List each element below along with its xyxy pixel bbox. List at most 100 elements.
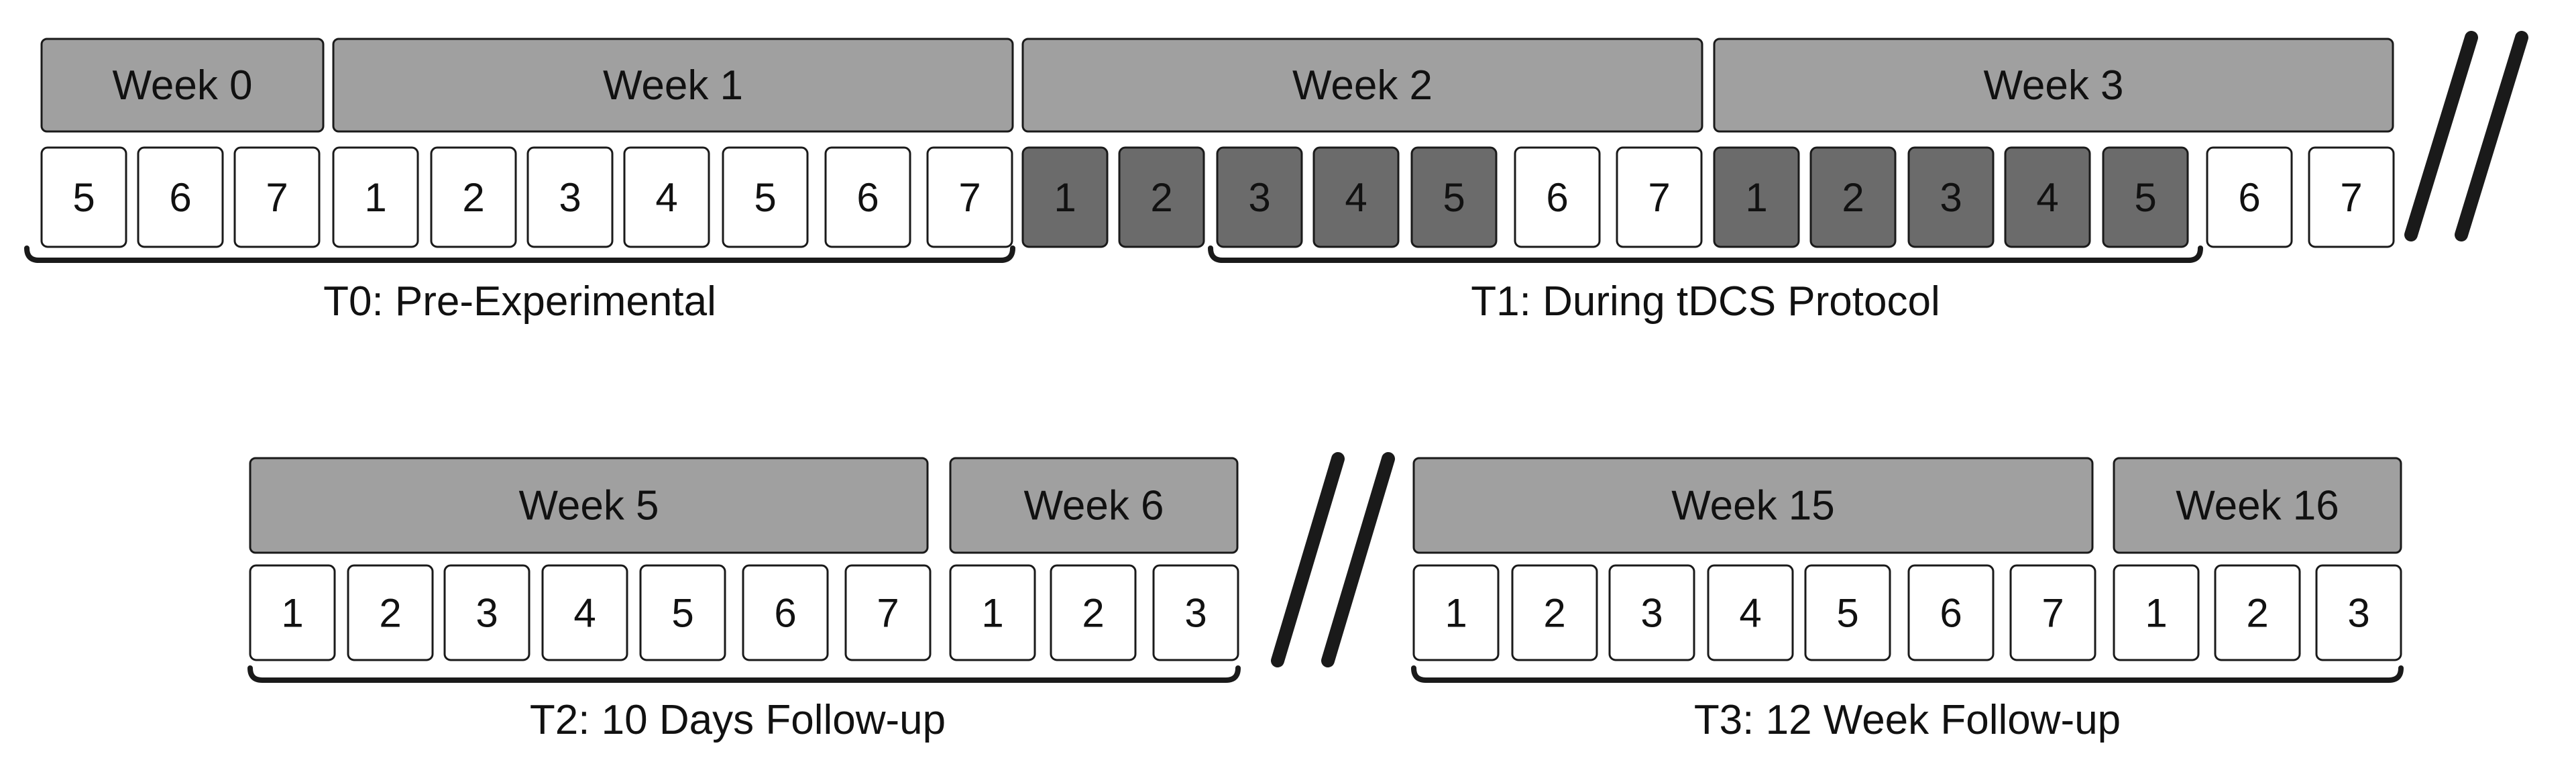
day-cell: 6 <box>137 146 224 248</box>
period-label: T3: 12 Week Follow-up <box>1694 697 2121 743</box>
day-number: 2 <box>1543 591 1565 636</box>
day-cell: 3 <box>526 146 614 248</box>
week-label: Week 6 <box>1023 483 1164 529</box>
day-number: 3 <box>475 591 498 636</box>
day-number: 2 <box>1842 175 1864 220</box>
day-cell: 7 <box>844 564 932 661</box>
week-label: Week 3 <box>1983 62 2123 109</box>
day-box <box>1804 564 1891 661</box>
day-cell: 6 <box>2206 146 2293 248</box>
period-bracket <box>247 665 1241 683</box>
time-break-mark <box>2404 31 2528 241</box>
day-box <box>332 146 419 248</box>
stimulation-day-box <box>1216 146 1303 248</box>
day-cell: 5 <box>40 146 127 248</box>
day-number: 1 <box>1745 175 1767 220</box>
day-number: 7 <box>2340 175 2362 220</box>
day-number: 6 <box>1546 175 1568 220</box>
day-box <box>639 564 726 661</box>
day-number: 4 <box>1739 591 1761 636</box>
day-box <box>742 564 829 661</box>
day-box <box>1608 564 1695 661</box>
day-number: 5 <box>2134 175 2156 220</box>
day-number: 1 <box>981 591 1003 636</box>
day-cell: 2 <box>1511 564 1598 661</box>
day-cell: 4 <box>2004 146 2091 248</box>
day-number: 1 <box>1054 175 1076 220</box>
day-cell: 6 <box>742 564 829 661</box>
day-cell: 1 <box>949 564 1036 661</box>
day-number: 5 <box>1443 175 1465 220</box>
day-cell: 7 <box>926 146 1013 248</box>
week-label: Week 2 <box>1292 62 1433 109</box>
day-box <box>2113 564 2200 661</box>
week-group: Week 16 1 2 3 <box>2113 457 2402 661</box>
period-bracket <box>1208 245 2203 263</box>
day-cell: 7 <box>1616 146 1703 248</box>
time-break-mark <box>1271 452 1395 667</box>
break-slash <box>1321 452 1395 667</box>
stimulation-day-box <box>1021 146 1109 248</box>
day-box <box>526 146 614 248</box>
period-bracket-group: T2: 10 Days Follow-up <box>247 665 1241 743</box>
day-box <box>949 564 1036 661</box>
period-bracket <box>1411 665 2404 683</box>
day-cell: 1 <box>1021 146 1109 248</box>
period-bracket <box>24 245 1015 263</box>
day-cell: 6 <box>1907 564 1995 661</box>
day-number: 2 <box>2246 591 2268 636</box>
stimulation-day-box <box>1907 146 1995 248</box>
day-box <box>722 146 809 248</box>
stimulation-day-box <box>1410 146 1498 248</box>
day-cell: 4 <box>623 146 710 248</box>
day-box <box>1514 146 1601 248</box>
day-cell: 3 <box>1216 146 1303 248</box>
day-cell: 1 <box>1412 564 1500 661</box>
week-header-box <box>249 457 929 554</box>
day-cell: 2 <box>1050 564 1137 661</box>
day-cell: 3 <box>2315 564 2402 661</box>
day-box <box>1412 564 1500 661</box>
day-box <box>1050 564 1137 661</box>
day-number: 6 <box>1940 591 1962 636</box>
period-label: T0: Pre-Experimental <box>323 278 716 325</box>
day-number: 1 <box>281 591 303 636</box>
day-number: 5 <box>1836 591 1858 636</box>
week-label: Week 15 <box>1671 483 1835 529</box>
day-cell: 3 <box>1608 564 1695 661</box>
day-number: 1 <box>1445 591 1467 636</box>
stimulation-day-box <box>1312 146 1400 248</box>
day-box <box>347 564 434 661</box>
stimulation-day-box <box>2004 146 2091 248</box>
day-cell: 1 <box>1713 146 1800 248</box>
week-label: Week 1 <box>603 62 743 109</box>
day-number: 7 <box>266 175 288 220</box>
day-number: 4 <box>1345 175 1367 220</box>
day-number: 4 <box>573 591 596 636</box>
day-cell: 1 <box>2113 564 2200 661</box>
day-box <box>249 564 336 661</box>
day-cell: 2 <box>1118 146 1205 248</box>
day-cell: 7 <box>233 146 321 248</box>
week-label: Week 16 <box>2176 483 2339 529</box>
day-number: 2 <box>1082 591 1104 636</box>
day-box <box>2206 146 2293 248</box>
period-bracket-group: T0: Pre-Experimental <box>24 245 1015 325</box>
week-header-box <box>2113 457 2402 554</box>
period-bracket-group: T1: During tDCS Protocol <box>1208 245 2203 325</box>
stimulation-day-box <box>1809 146 1897 248</box>
day-number: 3 <box>559 175 581 220</box>
day-cell: 6 <box>1514 146 1601 248</box>
day-box <box>1152 564 1239 661</box>
week-header-box <box>332 38 1014 133</box>
day-box <box>443 564 530 661</box>
day-cell: 5 <box>1410 146 1498 248</box>
day-number: 2 <box>1150 175 1172 220</box>
